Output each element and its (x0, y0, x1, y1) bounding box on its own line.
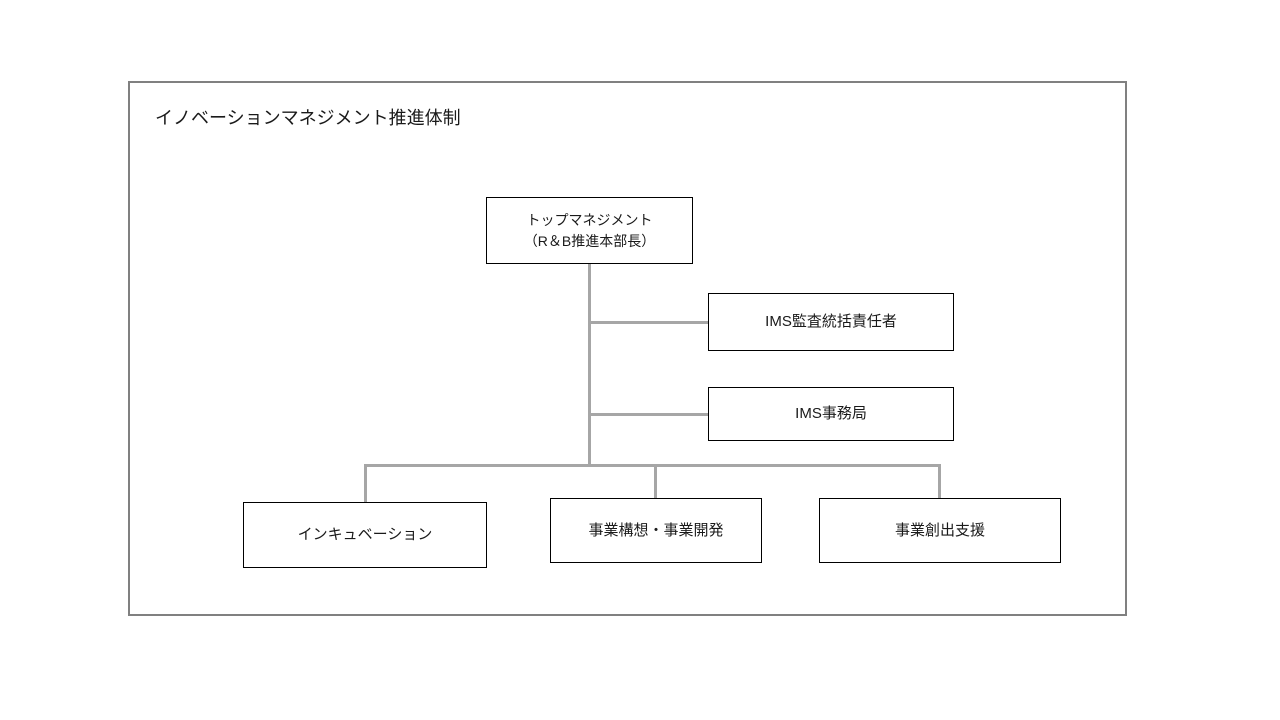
connector-branch-ims-office (589, 413, 708, 416)
connector-drop-incubation (364, 464, 367, 503)
connector-branch-ims-audit (589, 321, 708, 324)
node-incubation: インキュベーション (243, 502, 487, 568)
node-ims-audit-supervisor: IMS監査統括責任者 (708, 293, 954, 351)
connector-drop-business-development (654, 464, 657, 499)
node-business-creation-support: 事業創出支援 (819, 498, 1061, 563)
node-ims-office: IMS事務局 (708, 387, 954, 441)
node-top-management-line2: （R＆B推進本部長） (523, 232, 656, 249)
node-top-management-line1: トップマネジメント (526, 211, 653, 228)
node-top-management: トップマネジメント （R＆B推進本部長） (486, 197, 693, 264)
connector-drop-business-support (938, 464, 941, 499)
diagram-title: イノベーションマネジメント推進体制 (155, 108, 461, 128)
node-business-concept-development: 事業構想・事業開発 (550, 498, 762, 563)
connector-top-vertical (588, 264, 591, 467)
connector-bottom-rail (364, 464, 940, 467)
